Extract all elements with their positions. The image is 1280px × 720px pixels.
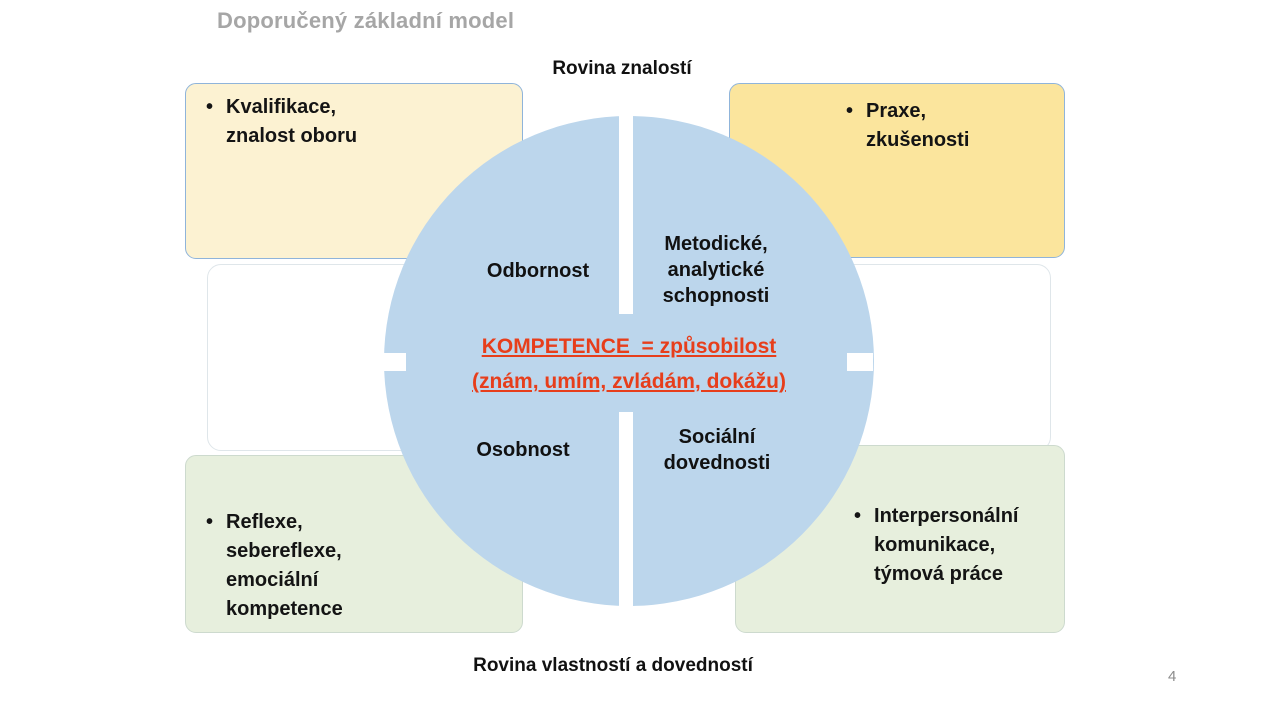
- quadrant-gap-left: [380, 353, 406, 371]
- bullet-icon: •: [206, 96, 214, 118]
- box-practice-text: Praxe, zkušenosti: [866, 100, 970, 151]
- competence-definition-line2: (znám, umím, zvládám, dokážu): [472, 370, 786, 393]
- slide-title: Doporučený základní model: [217, 8, 515, 33]
- competence-definition-line1: KOMPETENCE = způsobilost: [481, 335, 777, 358]
- competence-circle: Odbornost Metodické, analytické schopnos…: [380, 112, 874, 612]
- bullet-icon: •: [846, 100, 854, 122]
- quadrant-label-personality: Osobnost: [476, 439, 570, 461]
- quadrant-label-methodical: Metodické, analytické schopnosti: [662, 233, 770, 307]
- competence-definition: KOMPETENCE = způsobilost (znám, umím, zv…: [384, 329, 874, 399]
- box-reflection-text: Reflexe, sebereflexe, emociální kompeten…: [226, 511, 343, 620]
- box-qualification: • Kvalifikace, znalost oboru: [185, 83, 523, 259]
- page-number: 4: [1168, 668, 1177, 685]
- quadrant-gap-bottom: [619, 412, 633, 612]
- quadrant-gap-right: [847, 353, 873, 371]
- axis-label-bottom: Rovina vlastností a dovedností: [473, 655, 753, 676]
- quadrant-gap-top: [619, 112, 633, 314]
- box-qualification-text: Kvalifikace, znalost oboru: [226, 96, 358, 147]
- box-interpersonal-text: Interpersonální komunikace, týmová práce: [874, 505, 1019, 585]
- axis-label-top: Rovina znalostí: [552, 58, 692, 79]
- bullet-icon: •: [854, 505, 862, 527]
- quadrant-label-expertise: Odbornost: [486, 260, 590, 282]
- bullet-icon: •: [206, 511, 214, 533]
- quadrant-label-social: Sociální dovednosti: [663, 426, 771, 474]
